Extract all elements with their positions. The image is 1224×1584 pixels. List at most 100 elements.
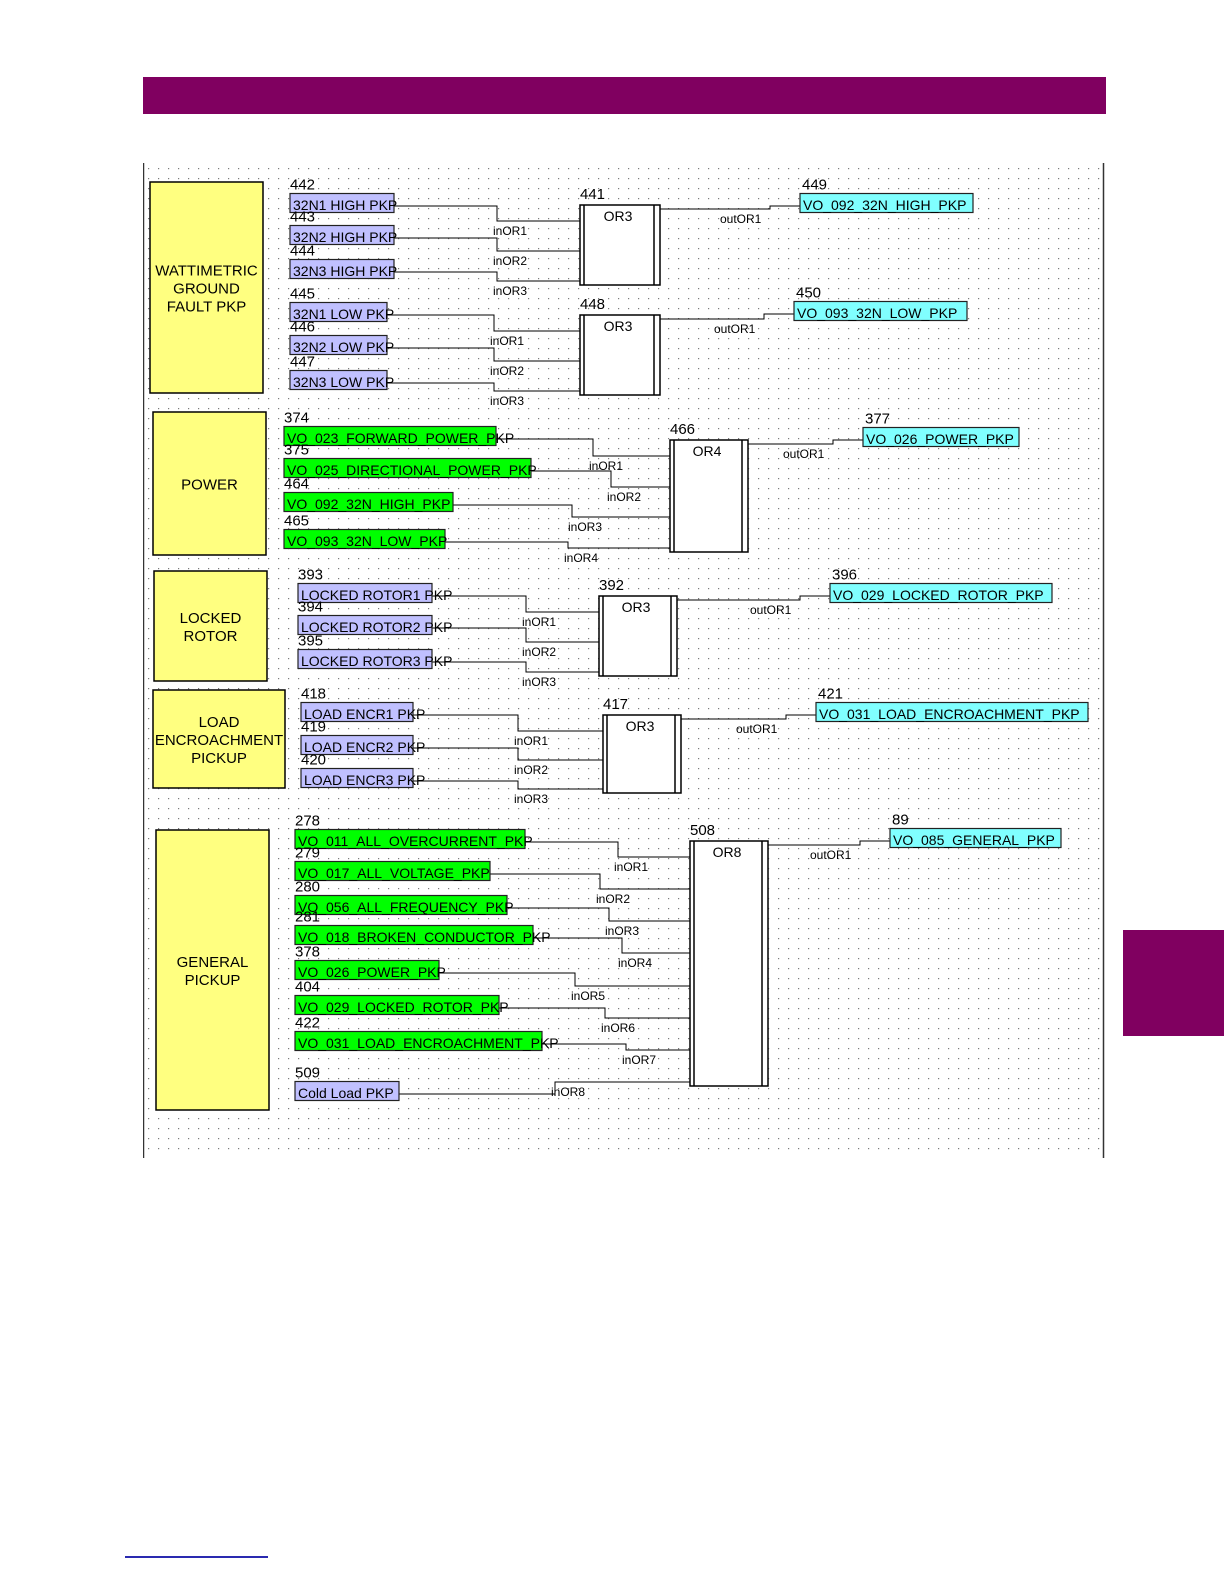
output-wire [660,313,794,320]
operand-box[interactable] [294,959,440,981]
operand-box[interactable] [283,425,497,447]
operand-id: 509 [295,1065,320,1082]
output-name: VO_092_32N_HIGH_PKP [803,197,966,213]
group-label-line: ENCROACHMENT [155,732,283,749]
operand-box[interactable] [294,1030,543,1052]
or-gate-body[interactable] [598,595,678,677]
operand-box[interactable] [283,457,532,479]
operand-box[interactable] [283,528,446,550]
output-box[interactable] [829,582,1053,604]
input-pin-label: inOR3 [568,520,602,534]
output-box[interactable] [793,300,968,322]
or-gate-body[interactable] [579,314,661,396]
operand-box[interactable] [300,701,414,723]
operand-box[interactable] [294,894,508,916]
operand-box[interactable] [289,301,388,323]
output-box[interactable] [815,701,1089,723]
input-pin-label: inOR1 [589,459,623,473]
operand-box[interactable] [289,192,395,214]
input-wire [533,937,690,954]
output-name: VO_085_GENERAL_PKP [893,832,1055,848]
operand-id: 278 [295,813,320,830]
operand-box[interactable] [294,828,526,850]
group-label-line: FAULT PKP [167,299,246,316]
output-box[interactable] [862,426,1020,448]
or-gate-type: OR3 [622,599,651,615]
or-gate-body[interactable] [602,714,682,794]
operand-box[interactable] [289,224,395,246]
operand-box[interactable] [289,334,388,356]
output-name: VO_093_32N_LOW_PKP [797,305,957,321]
or-gate-body[interactable] [669,439,749,553]
operand-box[interactable] [294,924,534,946]
operand-name: VO_093_32N_LOW_PKP [287,533,447,549]
input-pin-label: inOR3 [493,284,527,298]
operand-box[interactable] [283,491,454,513]
operand-id: 419 [301,719,326,736]
operand-box[interactable] [289,258,395,280]
operand-box[interactable] [294,1080,400,1102]
operand-box[interactable] [300,767,414,789]
operand-box[interactable] [297,648,433,670]
or-gate-body[interactable] [689,840,769,1087]
input-pin-label: inOR1 [514,734,548,748]
operand-name: VO_018_BROKEN_CONDUCTOR_PKP [298,929,551,945]
operand-box[interactable] [294,860,491,882]
or-gate-body[interactable] [579,204,661,286]
operand-id: 393 [298,567,323,584]
operand-box[interactable] [297,614,433,636]
input-wire [413,714,603,732]
output-name: VO_031_LOAD_ENCROACHMENT_PKP [819,706,1080,722]
operand-box[interactable] [294,994,500,1016]
or-gate-type: OR3 [604,208,633,224]
operand-name: VO_017_ALL_VOLTAGE_PKP [298,865,490,881]
input-pin-label: inOR4 [618,956,652,970]
output-wire [748,439,863,445]
input-wire [432,661,599,673]
input-wire [496,438,670,457]
output-pin-label: outOR1 [750,603,792,617]
operand-box[interactable] [297,582,433,604]
input-pin-label: inOR2 [607,490,641,504]
output-box[interactable] [889,827,1062,849]
operand-box[interactable] [300,734,414,756]
operand-box[interactable] [289,369,388,391]
operand-id: 394 [298,599,323,616]
input-wire [399,1081,690,1095]
output-box[interactable] [799,192,974,214]
